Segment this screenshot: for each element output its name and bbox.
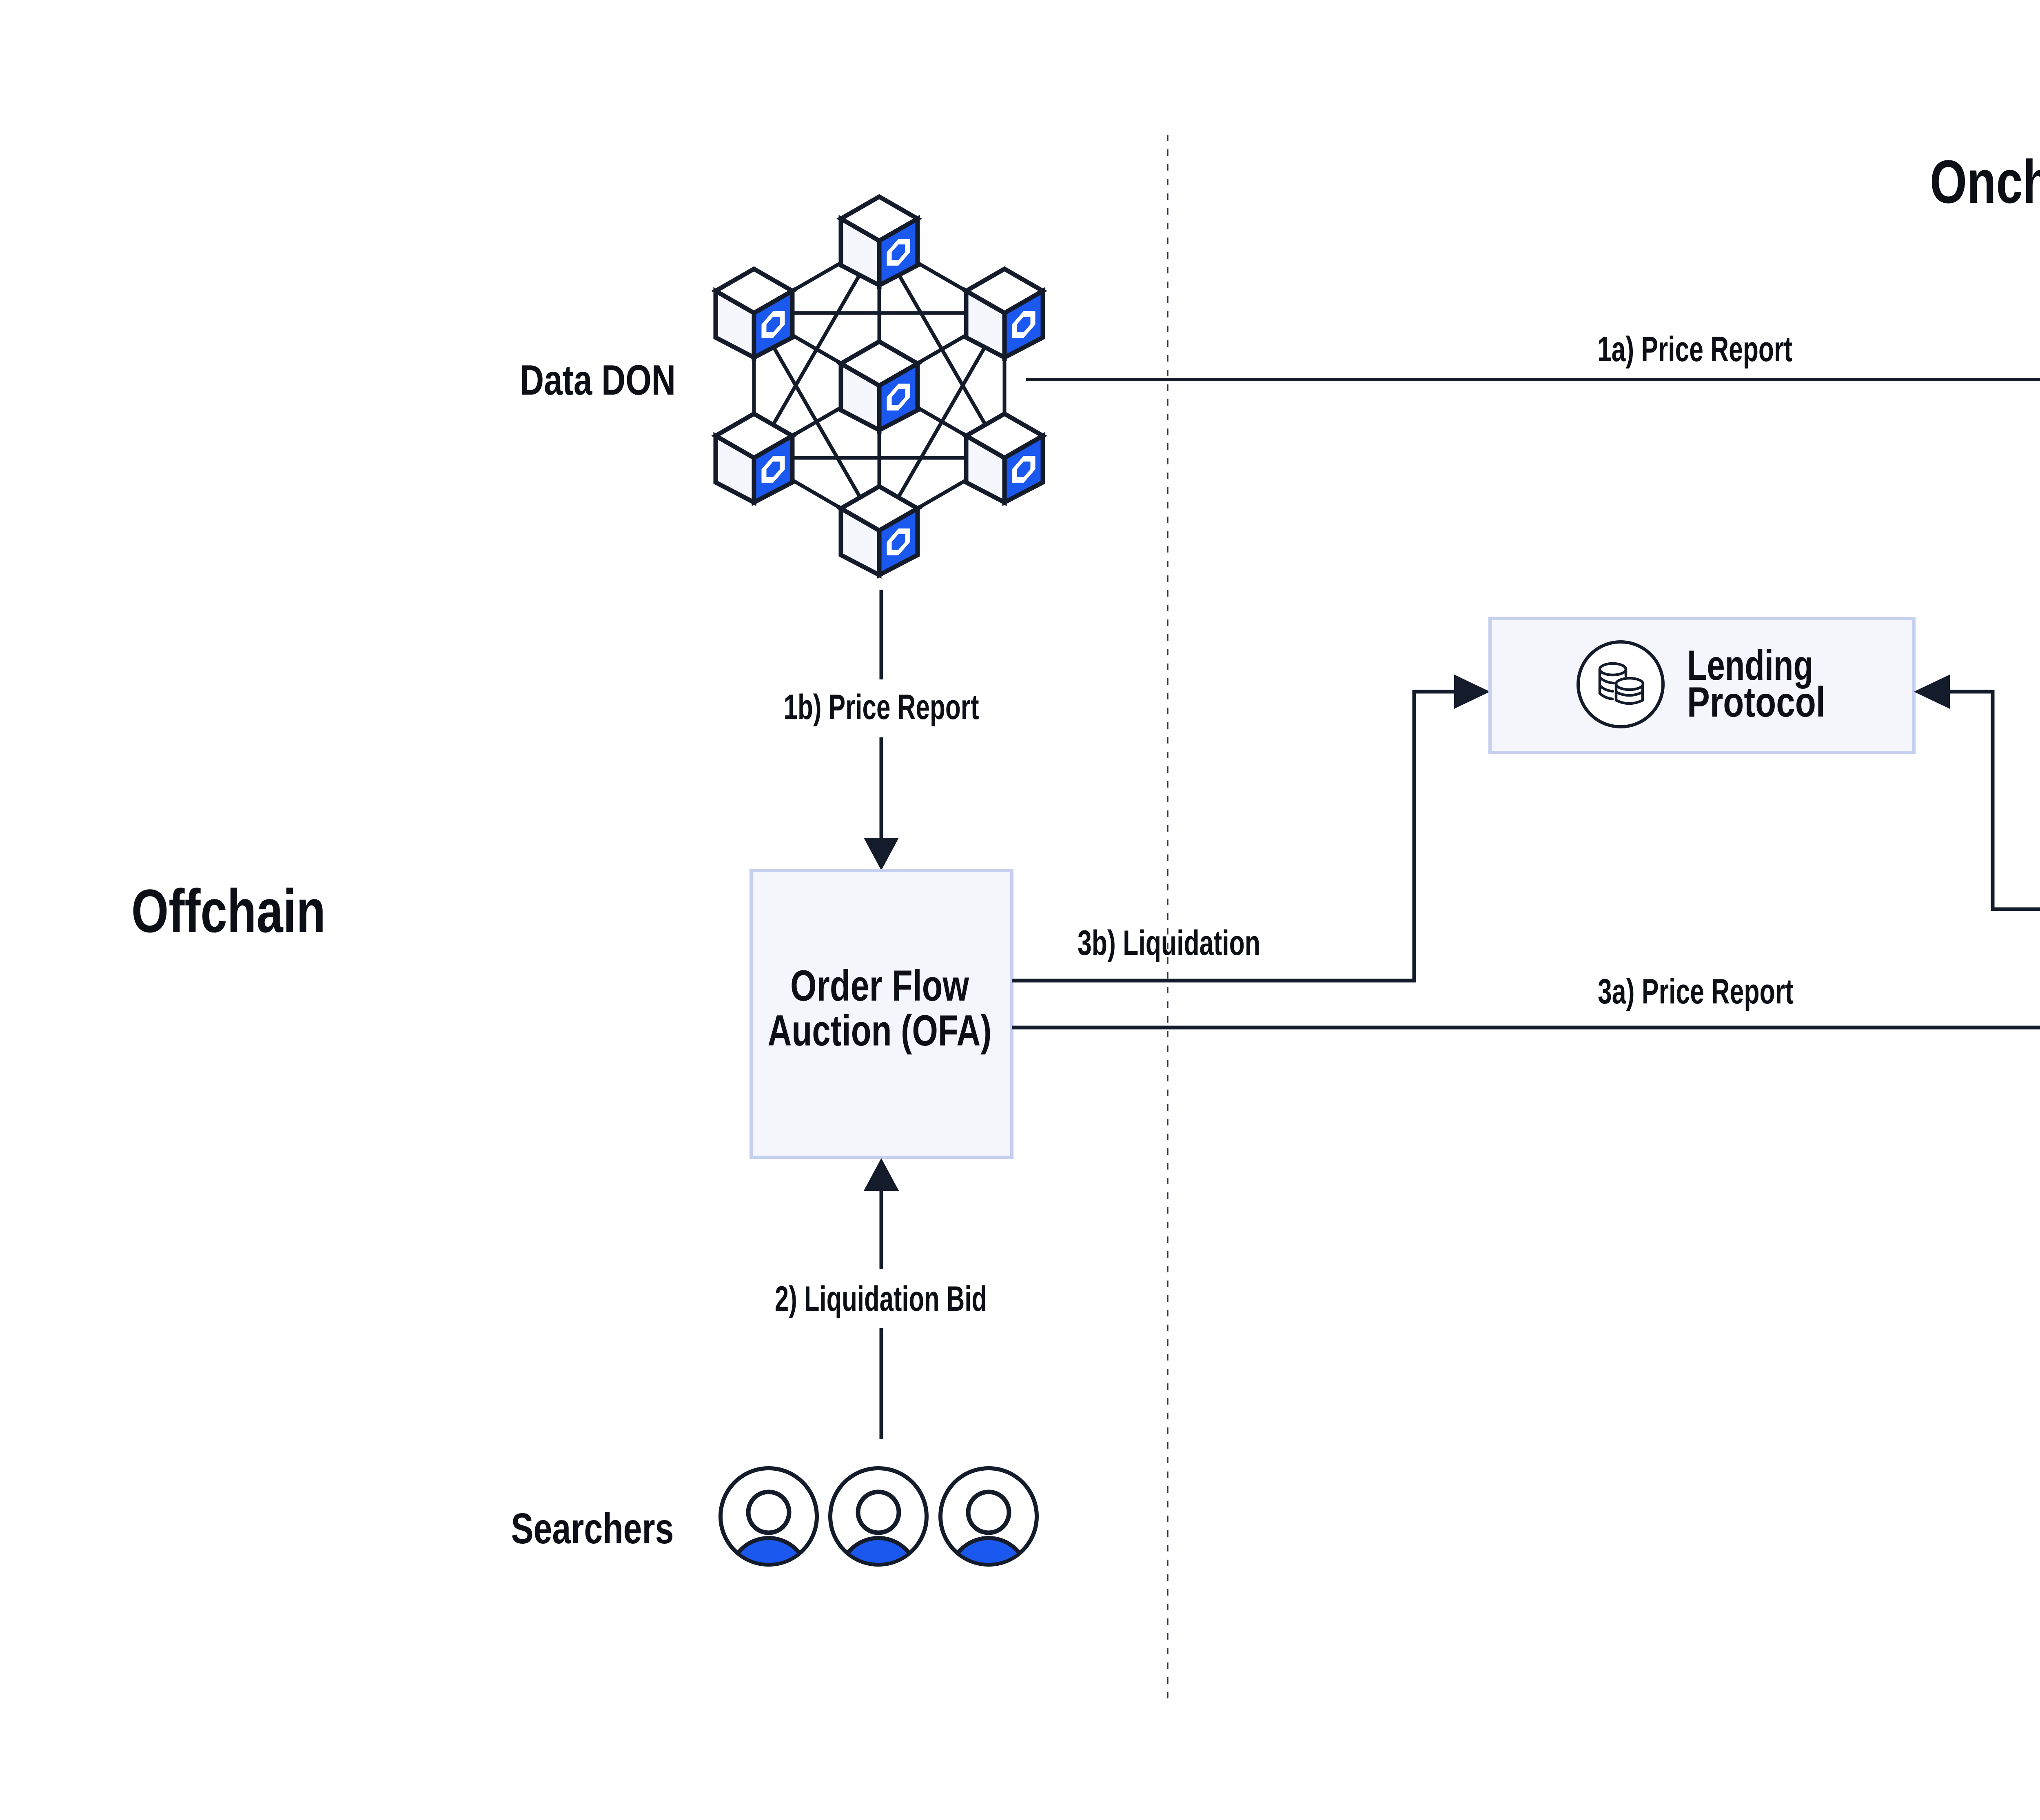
svg-text:Auction (OFA): Auction (OFA) <box>768 1006 992 1055</box>
svg-text:Offchain: Offchain <box>131 877 326 945</box>
svg-text:Order Flow: Order Flow <box>790 961 969 1010</box>
svg-text:Data DON: Data DON <box>520 357 676 404</box>
svg-text:1a) Price Report: 1a) Price Report <box>1597 330 1792 369</box>
svg-text:3a) Price Report: 3a) Price Report <box>1598 972 1794 1011</box>
svg-text:Onchain: Onchain <box>1930 147 2040 216</box>
svg-text:1b) Price Report: 1b) Price Report <box>784 688 979 727</box>
svg-text:Lending: Lending <box>1687 642 1813 689</box>
svg-text:Protocol: Protocol <box>1687 679 1825 726</box>
svg-text:2) Liquidation Bid: 2) Liquidation Bid <box>775 1279 987 1318</box>
svg-text:Searchers: Searchers <box>511 1505 674 1553</box>
svg-text:3b) Liquidation: 3b) Liquidation <box>1078 923 1260 963</box>
